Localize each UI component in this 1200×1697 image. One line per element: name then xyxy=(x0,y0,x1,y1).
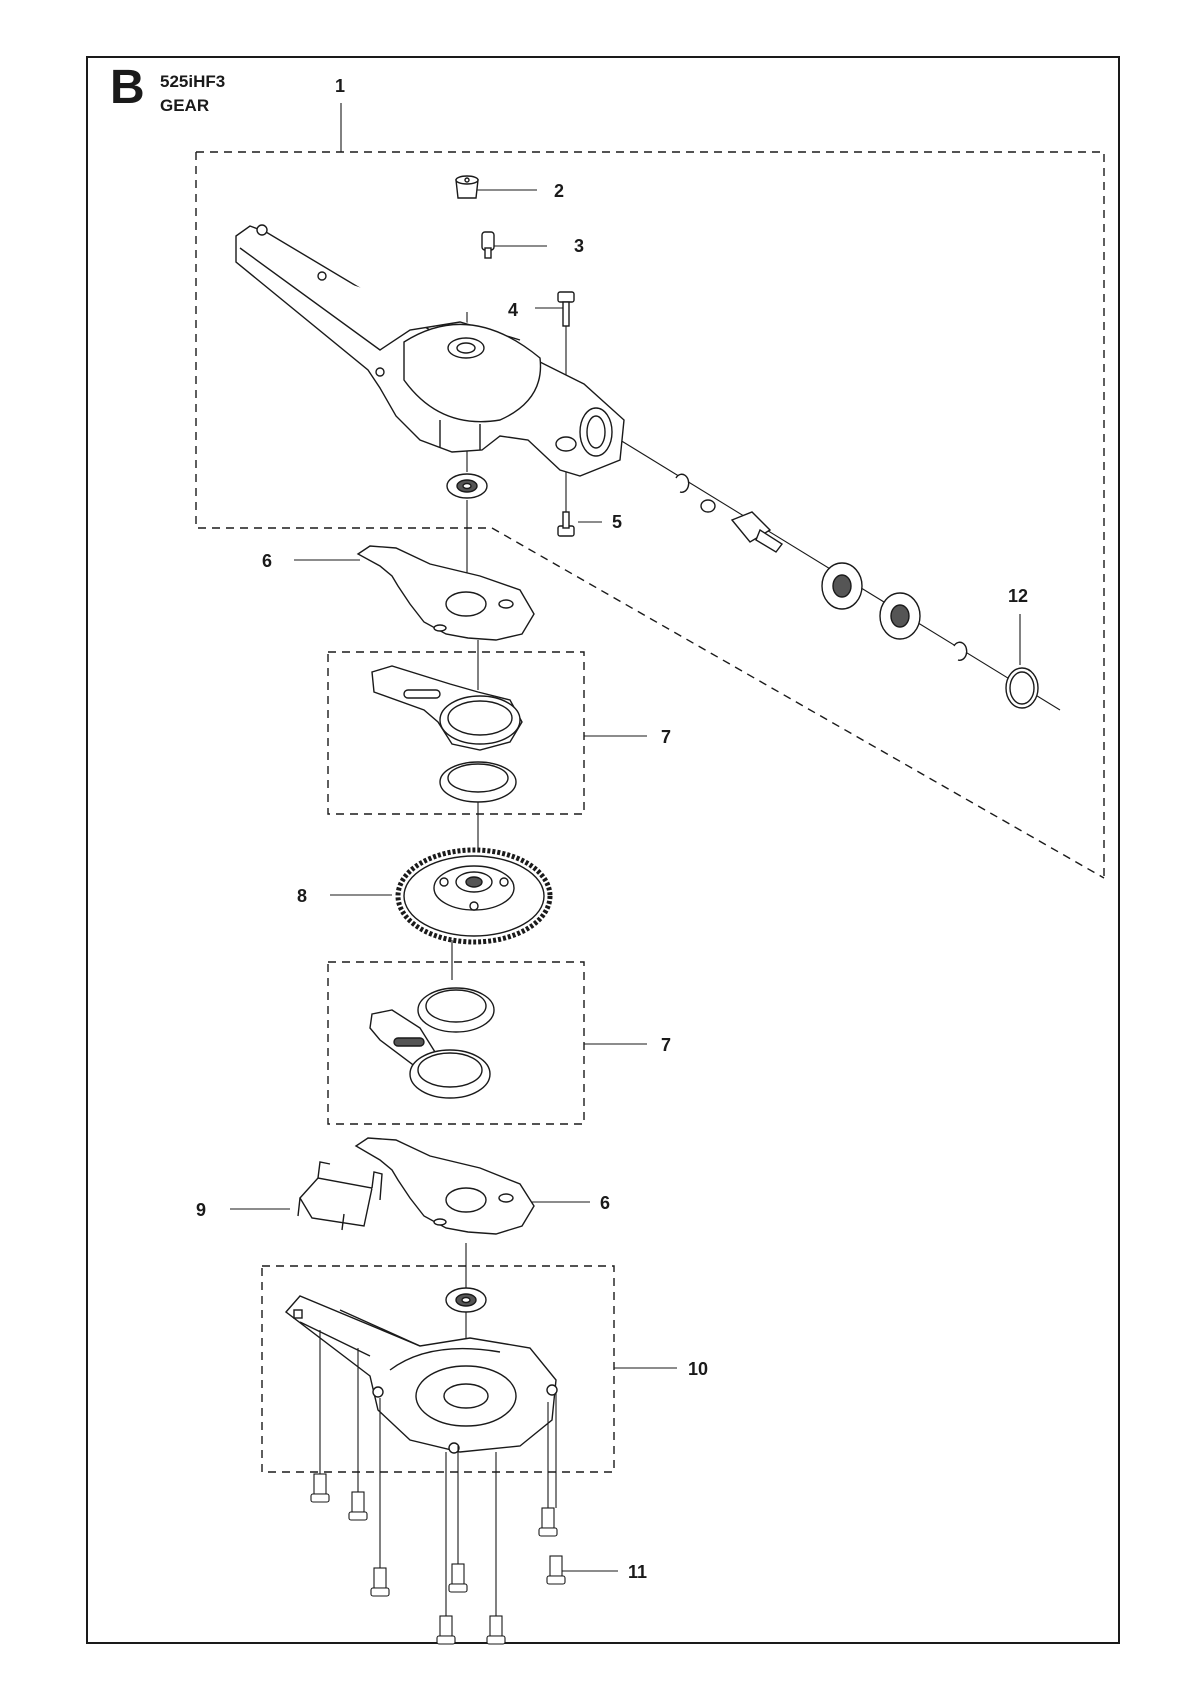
part-6-plate-lower xyxy=(354,1137,535,1235)
part-3-grease-nipple xyxy=(481,231,495,259)
page-frame xyxy=(86,56,1120,1644)
callout-7-upper: 7 xyxy=(661,727,671,747)
callout-8: 8 xyxy=(297,886,307,906)
part-6-plate-upper xyxy=(356,545,535,641)
callout-1: 1 xyxy=(335,76,345,96)
assembly-7-upper-box xyxy=(327,651,585,815)
assembly-7-lower-box xyxy=(327,961,585,1125)
part-8-bevel-gear xyxy=(395,847,553,945)
assembly-1-box xyxy=(195,151,1105,879)
callout-12: 12 xyxy=(1008,586,1028,606)
part-10-bottom-cover xyxy=(284,1295,558,1454)
leader-lines xyxy=(230,103,1021,1572)
gear-housing xyxy=(235,224,625,477)
part-7-bearing-holder-upper xyxy=(371,665,523,803)
lower-small-bearing xyxy=(445,1287,487,1313)
section-letter: B xyxy=(110,61,145,114)
part-5-screw xyxy=(557,511,575,537)
callout-11: 11 xyxy=(628,1562,647,1582)
assembly-axis xyxy=(451,312,1061,1400)
assembly-10-box xyxy=(261,1265,615,1473)
callout-5: 5 xyxy=(612,512,622,532)
callout-3: 3 xyxy=(574,236,584,256)
diagram-title: GEAR xyxy=(160,96,210,115)
upper-small-bearing xyxy=(446,473,488,499)
part-7-bearing-holder-lower xyxy=(369,987,495,1099)
part-11-screws xyxy=(310,1330,566,1645)
callout-6-upper: 6 xyxy=(262,551,272,571)
callout-10: 10 xyxy=(688,1359,708,1379)
callout-9: 9 xyxy=(196,1200,206,1220)
pinion-shaft-parts xyxy=(675,473,1039,709)
callout-7-lower: 7 xyxy=(661,1035,671,1055)
part-2-cap xyxy=(455,175,479,199)
part-9-bracket xyxy=(297,1161,383,1231)
callout-2: 2 xyxy=(554,181,564,201)
callout-6-lower: 6 xyxy=(600,1193,610,1213)
part-4-screw xyxy=(557,291,575,327)
callout-labels: 1 2 3 4 5 6 7 8 7 6 9 10 11 12 xyxy=(196,76,1028,1582)
callout-4: 4 xyxy=(508,300,518,320)
model-name: 525iHF3 xyxy=(160,72,226,91)
